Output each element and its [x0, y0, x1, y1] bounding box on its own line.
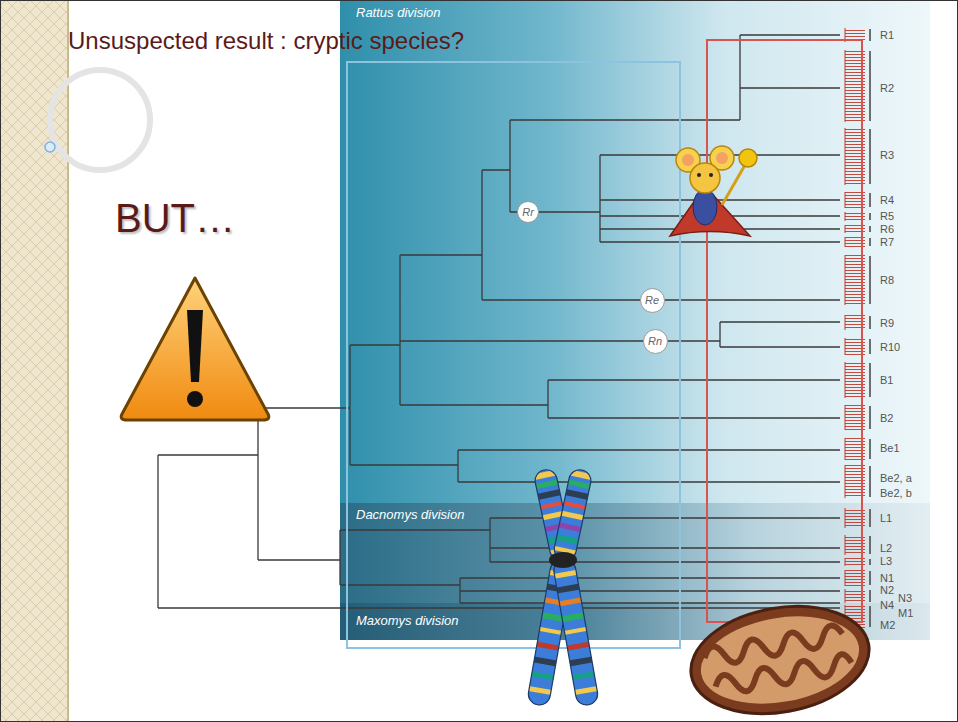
division-band: Rattus divisionRrReRn — [340, 0, 930, 503]
clade-brackets — [869, 29, 871, 627]
decor-bubble — [45, 142, 55, 152]
clade-label: B1 — [880, 374, 893, 386]
chromosome — [526, 468, 601, 707]
division-band: Dacnomys division — [340, 503, 930, 603]
mito-frame — [707, 40, 862, 622]
division-band: Maxomys division — [340, 603, 930, 640]
node-label: Rr — [522, 206, 534, 218]
clade-label: R6 — [880, 223, 894, 235]
clade-label: N1 — [880, 572, 894, 584]
clade-node-circle: Re — [640, 288, 665, 313]
division-name: Maxomys division — [356, 613, 459, 628]
super-mouse — [670, 146, 757, 236]
nuclear-frame — [347, 62, 680, 648]
clade-label: R9 — [880, 317, 894, 329]
clade-label: N3 — [898, 592, 912, 604]
clade-label: N2 — [880, 584, 894, 596]
clade-label: R7 — [880, 236, 894, 248]
clade-label: M1 — [898, 607, 913, 619]
side-strip — [0, 0, 68, 722]
clade-label: L3 — [880, 555, 892, 567]
phylogeny-branches — [158, 35, 840, 620]
clade-label: N4 — [880, 599, 894, 611]
clade-label: R3 — [880, 149, 894, 161]
clade-label: L2 — [880, 542, 892, 554]
clade-label: L1 — [880, 512, 892, 524]
clade-label: B2 — [880, 412, 893, 424]
warning-sign — [121, 278, 269, 420]
decor-ring — [50, 70, 150, 170]
division-name: Dacnomys division — [356, 507, 464, 522]
clade-label: Be2, b — [880, 487, 912, 499]
clade-label: Be2, a — [880, 472, 912, 484]
clade-label: Be1 — [880, 442, 900, 454]
clade-label: R4 — [880, 194, 894, 206]
clade-node-circle: Rr — [517, 201, 539, 223]
slide-title: Unsuspected result : cryptic species? — [68, 27, 464, 55]
division-name: Rattus division — [356, 5, 441, 20]
side-strip-pattern — [0, 0, 68, 722]
clade-label: M2 — [880, 619, 895, 631]
clade-label: R1 — [880, 29, 894, 41]
node-label: Re — [645, 294, 659, 306]
clade-label: R8 — [880, 274, 894, 286]
clade-label: R10 — [880, 341, 900, 353]
clade-label: R2 — [880, 82, 894, 94]
mitochondrion — [682, 593, 877, 722]
clade-label: R5 — [880, 210, 894, 222]
node-label: Rn — [648, 335, 662, 347]
clade-node-circle: Rn — [643, 329, 668, 354]
band-fill — [340, 0, 930, 503]
tip-spines — [845, 28, 846, 628]
slide-subheading: BUT… — [115, 194, 235, 242]
strip-edge — [67, 0, 69, 722]
